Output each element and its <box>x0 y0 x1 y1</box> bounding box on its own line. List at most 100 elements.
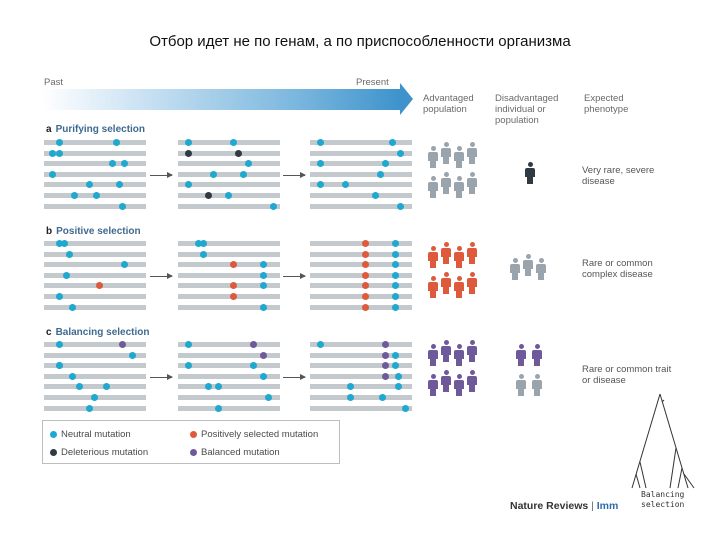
mutation-dot <box>361 303 369 311</box>
chromosome-line <box>310 171 412 177</box>
person-part <box>469 156 475 164</box>
advantaged-person-icon <box>441 142 451 164</box>
credit-journal: Nature Reviews <box>510 500 589 512</box>
mutation-dot <box>381 362 389 370</box>
person-part <box>538 258 544 263</box>
section-c-arrow-2 <box>283 374 306 380</box>
person-part <box>441 376 451 385</box>
chromosome-line <box>178 241 280 246</box>
mutation-dot <box>391 362 399 370</box>
person-part <box>534 388 540 396</box>
mutation-dot <box>341 181 349 189</box>
person-part <box>456 260 462 268</box>
person-part <box>456 276 462 281</box>
chromosome-line <box>310 395 412 400</box>
mutation-dot <box>391 240 399 247</box>
mutation-dot <box>68 372 76 380</box>
disadvantaged-person-icon <box>516 374 526 396</box>
person-part <box>467 376 477 385</box>
mutation-dot <box>394 383 402 391</box>
person-part <box>469 272 475 277</box>
chromosome-line <box>44 182 146 188</box>
person-part <box>467 346 477 355</box>
chromosome-line <box>44 161 146 167</box>
person-part <box>456 246 462 251</box>
legend-deleterious-label: Deleterious mutation <box>61 447 149 458</box>
mutation-dot <box>120 160 128 168</box>
chromosome-line <box>44 373 146 379</box>
person-part <box>430 146 436 151</box>
mutation-dot <box>48 170 56 178</box>
person-part <box>518 374 524 379</box>
mutation-dot <box>214 404 222 412</box>
disadvantaged-person-icon <box>510 258 520 280</box>
chromosome-line <box>44 294 146 299</box>
chromosome-line <box>44 140 146 145</box>
person-part <box>469 354 475 362</box>
mutation-dot <box>184 341 192 348</box>
mutation-dot <box>60 240 68 247</box>
section-c-letter: c <box>46 327 52 338</box>
mutation-dot <box>371 192 379 199</box>
slide-title: Отбор идет не по генам, а по приспособле… <box>149 33 571 50</box>
person-part <box>443 354 449 362</box>
person-part <box>510 264 520 273</box>
chromosome-line <box>44 150 146 156</box>
mutation-dot <box>391 293 399 300</box>
person-part <box>443 384 449 392</box>
mutation-dot <box>269 202 277 210</box>
person-part <box>430 344 436 349</box>
person-part <box>525 254 531 259</box>
mutation-dot <box>55 362 63 370</box>
timeline-past-label: Past <box>44 77 64 88</box>
mutation-dot <box>108 160 116 168</box>
mutation-dot <box>316 181 324 189</box>
advantaged-person-icon <box>467 172 477 194</box>
mutation-dot <box>376 170 384 178</box>
person-part <box>441 346 451 355</box>
mutation-dot <box>259 351 267 359</box>
person-part <box>534 374 540 379</box>
chromosome-line <box>178 384 280 390</box>
person-part <box>538 272 544 280</box>
chromosome-line <box>310 161 412 167</box>
person-part <box>428 252 438 261</box>
mutation-dot <box>65 250 73 258</box>
mutation-dot <box>204 192 212 199</box>
chromosome-line <box>178 342 280 347</box>
mutation-dot <box>249 362 257 370</box>
legend-neutral-label: Neutral mutation <box>61 429 131 440</box>
section-b-phenotype: Rare or common complex disease <box>582 258 653 280</box>
chromosome-line <box>310 140 412 145</box>
mutation-dot <box>239 170 247 178</box>
person-part <box>525 268 531 276</box>
legend-balanced-label: Balanced mutation <box>201 447 280 458</box>
chromosome-line <box>310 373 412 379</box>
mutation-dot <box>316 160 324 168</box>
chromosome-line <box>310 182 412 188</box>
timeline-arrow <box>42 89 400 110</box>
mutation-dot <box>229 261 237 269</box>
advantaged-person-icon <box>428 276 438 298</box>
section-a-arrow-2 <box>283 172 306 178</box>
tree-caption: Balancing selection <box>641 490 685 509</box>
advantaged-person-icon <box>467 242 477 264</box>
person-part <box>456 176 462 181</box>
person-part <box>469 384 475 392</box>
mutation-dot <box>249 341 257 348</box>
person-part <box>430 276 436 281</box>
mutation-dot <box>118 341 126 348</box>
person-part <box>443 340 449 345</box>
mutation-dot <box>120 261 128 269</box>
person-part <box>532 380 542 389</box>
person-part <box>430 246 436 251</box>
chromosome-line <box>310 262 412 268</box>
chromosome-line <box>178 161 280 167</box>
advantaged-person-icon <box>454 146 464 168</box>
mutation-dot <box>361 261 369 269</box>
person-part <box>456 290 462 298</box>
person-part <box>430 290 436 298</box>
chromosome-line <box>310 251 412 257</box>
mutation-dot <box>381 341 389 348</box>
person-part <box>430 260 436 268</box>
